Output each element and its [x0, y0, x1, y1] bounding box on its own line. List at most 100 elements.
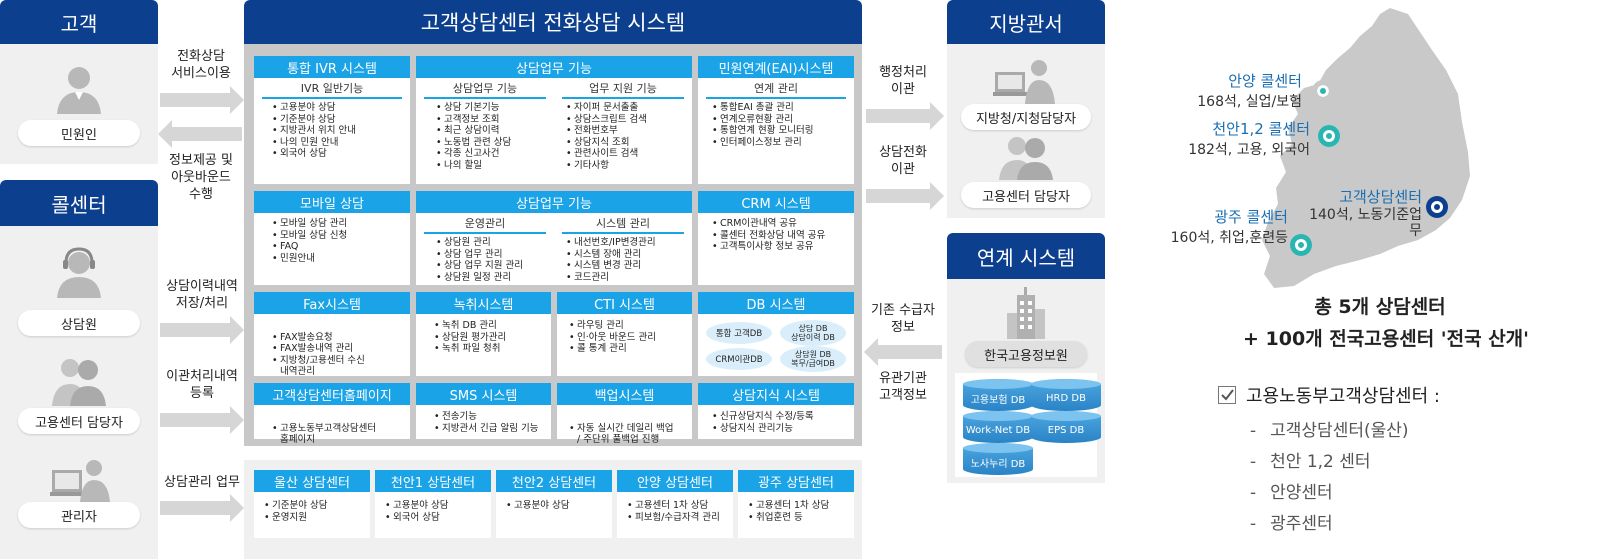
ulsan-name: 고객상담센터: [1339, 188, 1422, 206]
employment-staff-label: 고용센터 담당자: [18, 408, 140, 434]
db-hrd: HRD DB: [1031, 379, 1101, 411]
ulsan-desc: 140석, 노동기준업 무: [1309, 207, 1422, 239]
backup-list: 자동 실시간 데일리 백업 / 주단위 풀백업 진행: [557, 411, 692, 457]
sms-system-box: SMS 시스템 전송기능지방관서 긴급 알림 기능: [416, 383, 551, 439]
consult-work-box: 상담업무 기능 상담업무 기능 상담 기본기능고객정보 조회최근 상담이력노동법…: [416, 56, 692, 184]
homepage-title: 고객상담센터홈페이지: [254, 383, 410, 405]
eai-system-box: 민원연계(EAI)시스템 연계 관리 통합EAI 총괄 관리연계오류현황 관리통…: [698, 56, 854, 184]
cti-system-title: CTI 시스템: [557, 292, 692, 314]
backup-system-box: 백업시스템 자동 실시간 데일리 백업 / 주단위 풀백업 진행: [557, 383, 692, 445]
anyang-callout: 안양 콜센터 168석, 실업/보험: [1186, 70, 1302, 111]
cti-list: 라우팅 관리인·아웃 바운드 관리콜 통계 관리: [557, 320, 692, 355]
ivr-list: 고용분야 상담기준분야 상담지방관서 위치 안내나의 민원 안내외국어 상담: [254, 102, 410, 160]
ulsan-callout: 고객상담센터 140석, 노동기준업 무: [1292, 186, 1422, 239]
center-list-item: -안양센터: [1250, 483, 1333, 503]
regional-staff-icon: [993, 56, 1057, 108]
anyang-name: 안양 콜센터: [1228, 72, 1302, 90]
flow-label-existing-recipient: 기존 수급자 정보: [871, 303, 935, 335]
ivr-general-subtitle: IVR 일반기능: [262, 80, 402, 99]
cheonan-name: 천안1,2 콜센터: [1212, 120, 1310, 138]
crm-system-box: CRM 시스템 CRM이관내역 공유콜센터 전화상담 내역 공유고객특이사항 정…: [698, 191, 854, 285]
center-gwangju: 광주 상담센터 고용센터 1차 상담취업훈련 등: [738, 470, 854, 538]
fax-list: FAX발송요청FAX발송내역 관리지방청/고용센터 수신 내역관리: [254, 320, 410, 389]
arrow-left-1: [158, 120, 242, 148]
center-cheonan1-title: 천안1 상담센터: [375, 470, 491, 492]
eai-list: 통합EAI 총괄 관리연계오류현황 관리통합연계 현황 모니터링인터페이스정보 …: [698, 102, 854, 148]
db-nosanuri: 노사누리 DB: [963, 443, 1033, 475]
link-org-label: 한국고용정보원: [965, 341, 1087, 367]
check-row: 고용노동부고객상담센터 :: [1218, 382, 1440, 408]
anyang-desc: 168석, 실업/보험: [1197, 94, 1302, 110]
recording-system-title: 녹취시스템: [416, 292, 551, 314]
db-employment-insurance: 고용보험 DB: [963, 379, 1033, 411]
knowledge-list: 신규상담지식 수정/등록상담지식 관리기능: [698, 411, 854, 434]
regional-header: 지방관서: [947, 0, 1105, 44]
callcenter-header: 콜센터: [0, 180, 158, 226]
eai-subtitle: 연계 관리: [706, 80, 846, 99]
building-icon: [1007, 287, 1045, 343]
db-system-title: DB 시스템: [698, 292, 854, 314]
agent-headset-icon: [53, 246, 105, 298]
db-tag-crm-transfer: CRM이관DB: [706, 348, 772, 370]
db-tag-integrated: 통합 고객DB: [706, 322, 772, 344]
link-system-panel: 한국고용정보원 고용보험 DB HRD DB Work-Net DB EPS D…: [947, 279, 1105, 483]
ivr-system-box: 통합 IVR 시스템 IVR 일반기능 고용분야 상담기준분야 상담지방관서 위…: [254, 56, 410, 184]
sms-system-title: SMS 시스템: [416, 383, 551, 405]
consult-work2-box: 상담업무 기능 운영관리 상담원 관리상담 업무 관리상담 업무 지원 관리상담…: [416, 191, 692, 285]
cti-system-box: CTI 시스템 라우팅 관리인·아웃 바운드 관리콜 통계 관리: [557, 292, 692, 376]
db-tag-consult: 상담 DB 상담이력 DB: [780, 320, 846, 346]
homepage-list: 고용노동부고객상담센터 홈페이지: [254, 411, 410, 457]
admin-label: 관리자: [18, 502, 140, 528]
fax-system-title: Fax시스템: [254, 292, 410, 314]
db-eps: EPS DB: [1031, 411, 1101, 443]
regional-staff-label: 지방청/지청담당자: [961, 104, 1091, 130]
center-list: -고객상담센터(울산) -천안 1,2 센터 -안양센터 -광주센터: [1250, 416, 1409, 540]
system-title: 고객상담센터 전화상담 시스템: [244, 0, 862, 44]
flow-label-admin-transfer: 행정처리 이관: [879, 65, 927, 97]
center-cheonan2: 천안2 상담센터 고용분야 상담: [496, 470, 612, 538]
summary-line-1: 총 5개 상담센터: [1314, 296, 1446, 318]
center-ulsan-title: 울산 상담센터: [254, 470, 370, 492]
system-mgmt-subtitle: 시스템 관리: [562, 215, 684, 234]
fax-system-box: Fax시스템 FAX발송요청FAX발송내역 관리지방청/고용센터 수신 내역관리: [254, 292, 410, 377]
flow-label-history-save: 상담이력내역 저장/처리: [166, 279, 238, 311]
center-anyang-list: 고용센터 1차 상담피보험/수급자격 관리: [617, 500, 733, 523]
center-list-item: -고객상담센터(울산): [1250, 421, 1409, 441]
knowledge-system-title: 상담지식 시스템: [698, 383, 854, 405]
admin-computer-icon: [50, 454, 110, 502]
center-ulsan: 울산 상담센터 기준분야 상담운영지원: [254, 470, 370, 538]
customer-panel: 민원인: [0, 44, 158, 164]
customer-header: 고객: [0, 0, 158, 44]
db-system-box: DB 시스템 통합 고객DB 상담 DB 상담이력 DB CRM이관DB 상담원…: [698, 292, 854, 376]
center-cheonan1: 천안1 상담센터 고용분야 상담외국어 상담: [375, 470, 491, 538]
operation-mgmt-subtitle: 운영관리: [424, 215, 546, 234]
backup-system-title: 백업시스템: [557, 383, 692, 405]
gwangju-desc: 160석, 취업,훈련등: [1170, 230, 1288, 246]
flow-label-related-agency: 유관기관 고객정보: [879, 371, 927, 403]
db-cluster: 고용보험 DB HRD DB Work-Net DB EPS DB 노사누리 D…: [955, 373, 1101, 477]
eai-system-title: 민원연계(EAI)시스템: [698, 56, 854, 78]
arrow-right-6: [866, 182, 944, 210]
korea-map: [1262, 8, 1470, 288]
operation-mgmt-list: 상담원 관리상담 업무 관리상담 업무 지원 관리상담원 일정 관리: [416, 237, 554, 283]
center-list-item: -천안 1,2 센터: [1250, 452, 1371, 472]
customer-person-icon: [0, 62, 158, 114]
db-worknet: Work-Net DB: [963, 411, 1033, 443]
center-cheonan2-title: 천안2 상담센터: [496, 470, 612, 492]
arrow-right-2: [160, 316, 244, 344]
consult-work-right-list: 자이퍼 문서출출상담스크립트 검색전화번호부상담지식 조회관련사이트 검색기타사…: [554, 102, 692, 171]
ivr-system-title: 통합 IVR 시스템: [254, 56, 410, 78]
flow-label-transfer-register: 이관처리내역 등록: [166, 369, 238, 401]
center-cheonan2-list: 고용분야 상담: [496, 500, 612, 512]
regional-employment-label: 고용센터 담당자: [961, 182, 1091, 208]
arrow-right-4: [160, 494, 244, 522]
link-system-header: 연계 시스템: [947, 233, 1105, 279]
agent-label: 상담원: [18, 310, 140, 336]
summary-line-2: + 100개 전국고용센터 '전국 산개': [1243, 328, 1529, 350]
gwangju-name: 광주 콜센터: [1214, 208, 1288, 226]
consult-work-left-subtitle: 상담업무 기능: [424, 80, 546, 99]
flow-label-info-outbound: 정보제공 및 아웃바운드 수행: [169, 153, 233, 202]
